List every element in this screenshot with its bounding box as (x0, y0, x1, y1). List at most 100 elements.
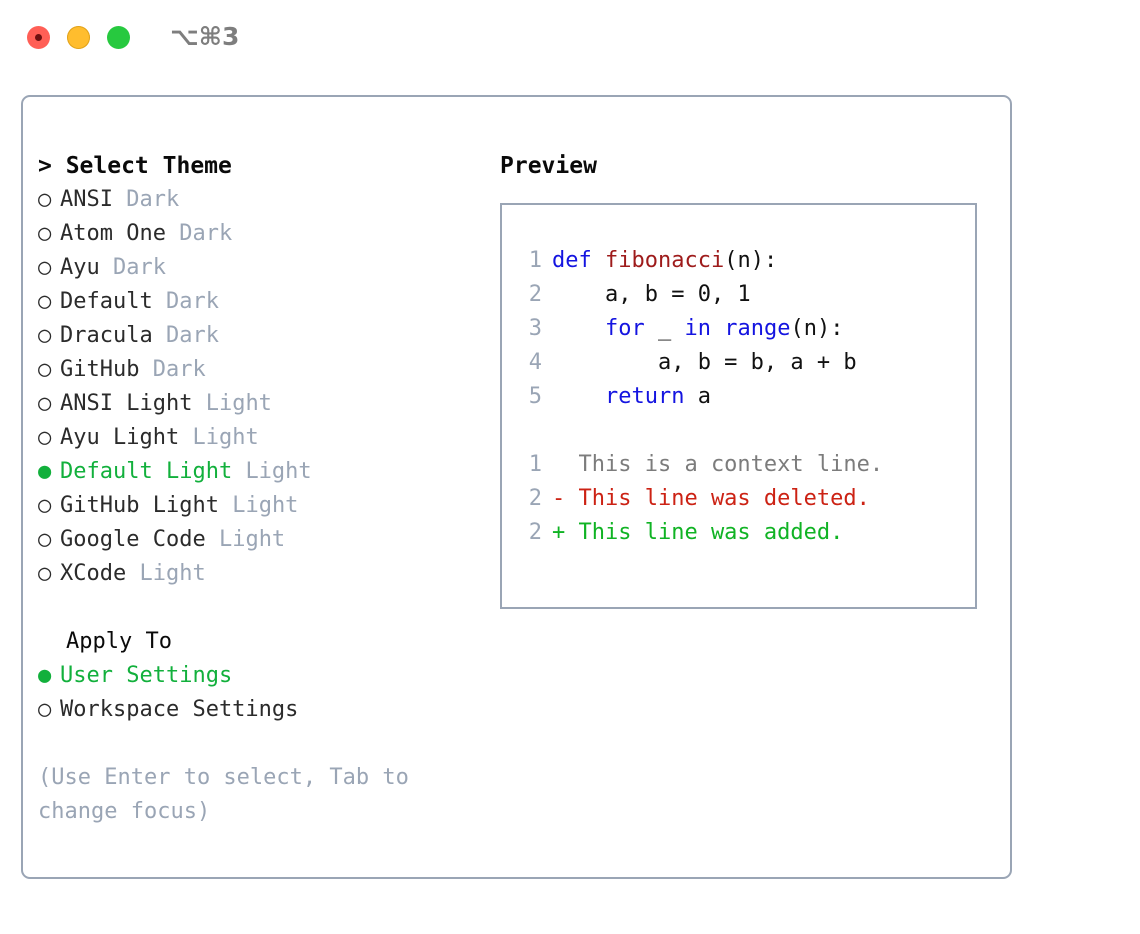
code-token: in (684, 316, 711, 341)
maximize-button[interactable] (107, 26, 130, 49)
theme-name: Ayu Light (60, 425, 180, 450)
code-token: fibonacci (604, 248, 725, 273)
keyboard-shortcut-label: ⌥⌘3 (170, 22, 240, 51)
radio-unselected-icon: ○ (38, 391, 52, 416)
code-line: 4 a, b = b, a + b (520, 346, 883, 380)
list-spacer (38, 591, 488, 625)
radio-unselected-icon: ○ (38, 561, 52, 586)
theme-list-item[interactable]: ○ Ayu Light Light (38, 421, 488, 455)
radio-unselected-icon: ○ (38, 323, 52, 348)
theme-mode-label: Dark (165, 323, 219, 348)
theme-mode-label: Dark (152, 357, 206, 382)
preview-column: Preview (500, 149, 1000, 183)
radio-unselected-icon: ○ (38, 425, 52, 450)
hint-spacer (38, 727, 488, 761)
theme-mode-label: Light (139, 561, 206, 586)
theme-mode-label: Light (218, 527, 286, 552)
theme-list-item[interactable]: ○ XCode Light (38, 557, 488, 591)
theme-name: GitHub (60, 357, 140, 382)
radio-unselected-icon: ○ (38, 221, 52, 246)
theme-mode-label: Light (192, 425, 259, 450)
theme-list-item[interactable]: ○ ANSI Dark (38, 183, 488, 217)
diff-text: + This line was added. (552, 520, 844, 545)
code-token: range (724, 316, 791, 341)
theme-list-item[interactable]: ○ Dracula Dark (38, 319, 488, 353)
theme-name: ANSI Light (60, 391, 193, 416)
code-token (552, 384, 605, 409)
apply-to-list[interactable]: ●User Settings○Workspace Settings (38, 659, 488, 727)
line-number: 2 (528, 282, 542, 307)
theme-picker-column: > Select Theme ○ANSI Dark○Atom One Dark○… (38, 149, 488, 829)
radio-selected-icon: ● (38, 663, 52, 688)
code-line: 3 for _ in range(n): (520, 312, 883, 346)
theme-list-item[interactable]: ○ Google Code Light (38, 523, 488, 557)
apply-to-label: Workspace Settings (60, 697, 299, 722)
code-token: return (604, 384, 685, 409)
code-line: 2 a, b = 0, 1 (520, 278, 883, 312)
apply-to-item[interactable]: ○Workspace Settings (38, 693, 488, 727)
theme-list-item[interactable]: ○GitHub Light Light (38, 489, 488, 523)
theme-list-item[interactable]: ○ GitHub Dark (38, 353, 488, 387)
diff-text: - This line was deleted. (552, 486, 870, 511)
radio-unselected-icon: ○ (38, 255, 52, 280)
diff-line: 1 This is a context line. (520, 448, 883, 482)
radio-unselected-icon: ○ (38, 527, 52, 552)
theme-name: Default Light (60, 459, 233, 484)
theme-name: Ayu (60, 255, 100, 280)
code-token: (n): (790, 316, 844, 341)
theme-list-item[interactable]: ○Atom One Dark (38, 217, 488, 251)
theme-mode-label: Light (205, 391, 272, 416)
theme-mode-label: Light (232, 493, 299, 518)
code-blank-line (520, 414, 883, 448)
radio-unselected-icon: ○ (38, 493, 52, 518)
radio-unselected-icon: ○ (38, 357, 52, 382)
close-button[interactable] (27, 26, 50, 49)
code-token: for (604, 316, 645, 341)
diff-text: This is a context line. (552, 452, 884, 477)
theme-name: Default (60, 289, 153, 314)
code-token: (n): (724, 248, 778, 273)
radio-unselected-icon: ○ (38, 187, 52, 212)
apply-to-header: Apply To (66, 629, 172, 654)
theme-mode-label: Dark (165, 289, 219, 314)
theme-mode-label: Dark (113, 255, 166, 280)
radio-unselected-icon: ○ (38, 289, 52, 314)
keyboard-hint-text: (Use Enter to select, Tab to change focu… (38, 765, 423, 824)
main-panel: > Select Theme ○ANSI Dark○Atom One Dark○… (21, 95, 1012, 879)
line-number: 5 (528, 384, 542, 409)
panel-columns: > Select Theme ○ANSI Dark○Atom One Dark○… (23, 97, 1010, 877)
theme-mode-label: Light (245, 459, 312, 484)
code-line: 5 return a (520, 380, 883, 414)
theme-mode-label: Dark (179, 221, 233, 246)
select-theme-header: > Select Theme (38, 153, 232, 179)
diff-line: 2 - This line was deleted. (520, 482, 883, 516)
line-number: 2 (528, 486, 542, 511)
title-bar: ⌥⌘3 (0, 0, 1140, 78)
theme-list-item[interactable]: ○ ANSI Light Light (38, 387, 488, 421)
theme-mode-label: Dark (126, 187, 180, 212)
theme-name: Dracula (60, 323, 153, 348)
apply-to-item[interactable]: ●User Settings (38, 659, 488, 693)
line-number: 4 (528, 350, 542, 375)
code-token: _ (644, 316, 685, 341)
theme-name: Google Code (60, 527, 206, 552)
theme-name: ANSI (60, 187, 113, 212)
radio-selected-icon: ● (38, 459, 52, 484)
diff-line: 2+ This line was added. (520, 516, 883, 550)
theme-list-item[interactable]: ● Default Light Light (38, 455, 488, 489)
theme-name: XCode (60, 561, 127, 586)
theme-list-item[interactable]: ○ Ayu Dark (38, 251, 488, 285)
code-token (711, 316, 724, 341)
minimize-button[interactable] (67, 26, 90, 49)
code-token: a, b = 0, 1 (552, 282, 751, 307)
theme-list-item[interactable]: ○ Default Dark (38, 285, 488, 319)
code-token: a (684, 384, 711, 409)
theme-list[interactable]: ○ANSI Dark○Atom One Dark○Ayu Dark○Defaul… (38, 183, 488, 591)
code-token: a, b = b, a + b (552, 350, 857, 375)
code-token (552, 316, 605, 341)
line-number: 1 (528, 452, 542, 477)
